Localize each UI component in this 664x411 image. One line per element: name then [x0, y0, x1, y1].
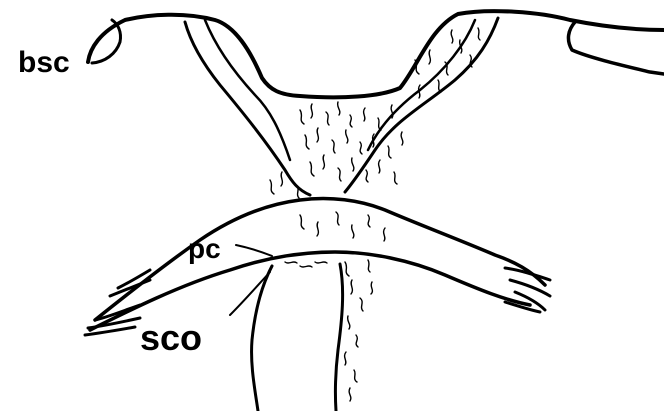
channel-right-wall — [345, 18, 498, 192]
label-sco: sco — [140, 317, 202, 358]
aqueduct-outline — [252, 264, 343, 411]
label-pc: pc — [188, 233, 221, 264]
posterior-commissure-band — [95, 198, 545, 320]
pc-pointer-line — [236, 245, 272, 256]
channel-right-wall-inner — [368, 20, 475, 150]
upper-surface-outline — [88, 11, 664, 97]
sco-pointer-line — [230, 272, 270, 315]
label-bsc: bsc — [18, 46, 70, 79]
